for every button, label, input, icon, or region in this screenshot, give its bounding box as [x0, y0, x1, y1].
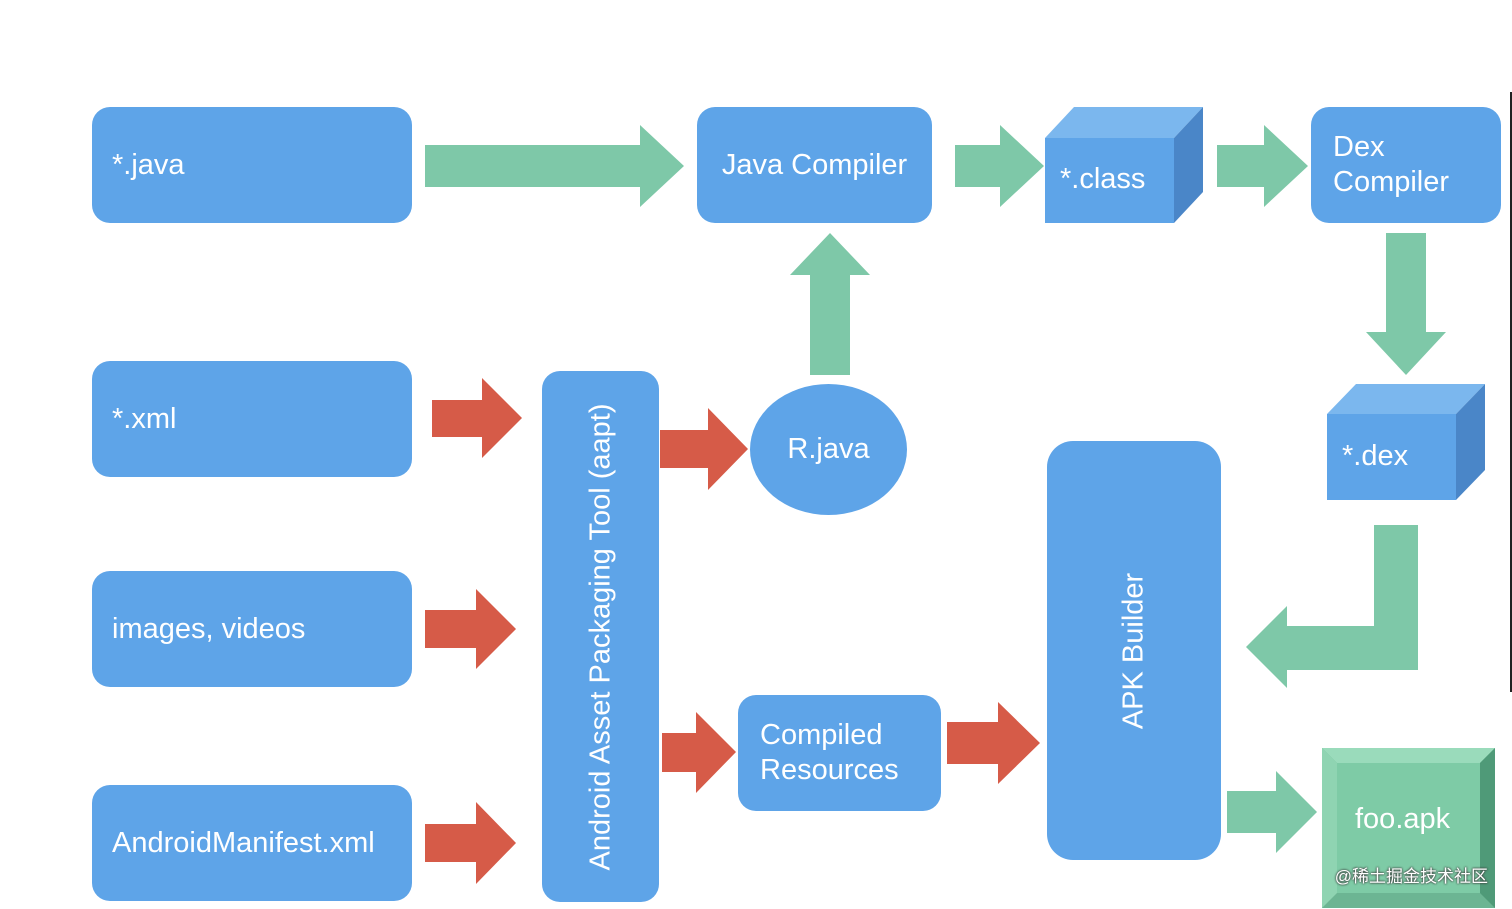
- manifest-source-label: AndroidManifest.xml: [112, 826, 375, 859]
- media-source-label: images, videos: [112, 612, 306, 645]
- apk-builder-label: APK Builder: [1117, 572, 1150, 729]
- aapt-label: Android Asset Packaging Tool (aapt): [584, 403, 617, 870]
- dex-compiler-box: Dex Compiler: [1311, 107, 1501, 223]
- r-java-label: R.java: [787, 433, 870, 465]
- dex-files-label: *.dex: [1342, 440, 1409, 472]
- apk-builder-box: APK Builder: [1047, 441, 1221, 860]
- compiled-resources-line2: Resources: [760, 754, 899, 786]
- watermark: @稀土掘金技术社区: [1334, 867, 1488, 886]
- apk-output-label: foo.apk: [1355, 803, 1451, 835]
- java-source-label: *.java: [112, 148, 185, 181]
- java-source-box: *.java: [92, 107, 412, 223]
- class-files-label: *.class: [1060, 163, 1146, 195]
- java-compiler-label: Java Compiler: [721, 148, 908, 181]
- arrow-xml-to-aapt: [432, 378, 522, 458]
- r-java-ellipse: R.java: [750, 384, 907, 515]
- arrow-media-to-aapt: [425, 589, 516, 669]
- arrow-aapt-to-rjava: [660, 408, 748, 490]
- xml-source-box: *.xml: [92, 361, 412, 477]
- apk-box-shape: [1322, 748, 1495, 908]
- arrow-compiler-to-class: [955, 125, 1044, 207]
- arrow-aapt-to-compiled: [662, 712, 736, 793]
- compiled-resources-line1: Compiled: [760, 719, 883, 752]
- arrow-builder-to-apk: [1227, 771, 1317, 853]
- dex-compiler-label-line2: Compiler: [1333, 166, 1450, 198]
- right-edge-line: [1510, 92, 1512, 692]
- dex-cube-shape: [1327, 384, 1485, 500]
- arrow-java-to-compiler: [425, 125, 684, 207]
- aapt-box: Android Asset Packaging Tool (aapt): [542, 371, 659, 902]
- arrow-dex-to-apk-builder: [1246, 525, 1418, 688]
- media-source-box: images, videos: [92, 571, 412, 687]
- arrow-class-to-dex-compiler: [1217, 125, 1308, 207]
- java-compiler-box: Java Compiler: [697, 107, 932, 223]
- class-cube-shape: [1045, 107, 1203, 223]
- arrow-compiled-to-builder: [947, 702, 1040, 784]
- arrow-dex-compiler-to-dex: [1366, 233, 1446, 375]
- manifest-source-box: AndroidManifest.xml: [92, 785, 412, 901]
- arrow-rjava-to-compiler: [790, 233, 870, 375]
- compiled-resources-box: Compiled Resources: [738, 695, 941, 811]
- xml-source-label: *.xml: [112, 402, 177, 435]
- dex-compiler-label-line1: Dex: [1333, 131, 1385, 164]
- arrow-manifest-to-aapt: [425, 802, 516, 884]
